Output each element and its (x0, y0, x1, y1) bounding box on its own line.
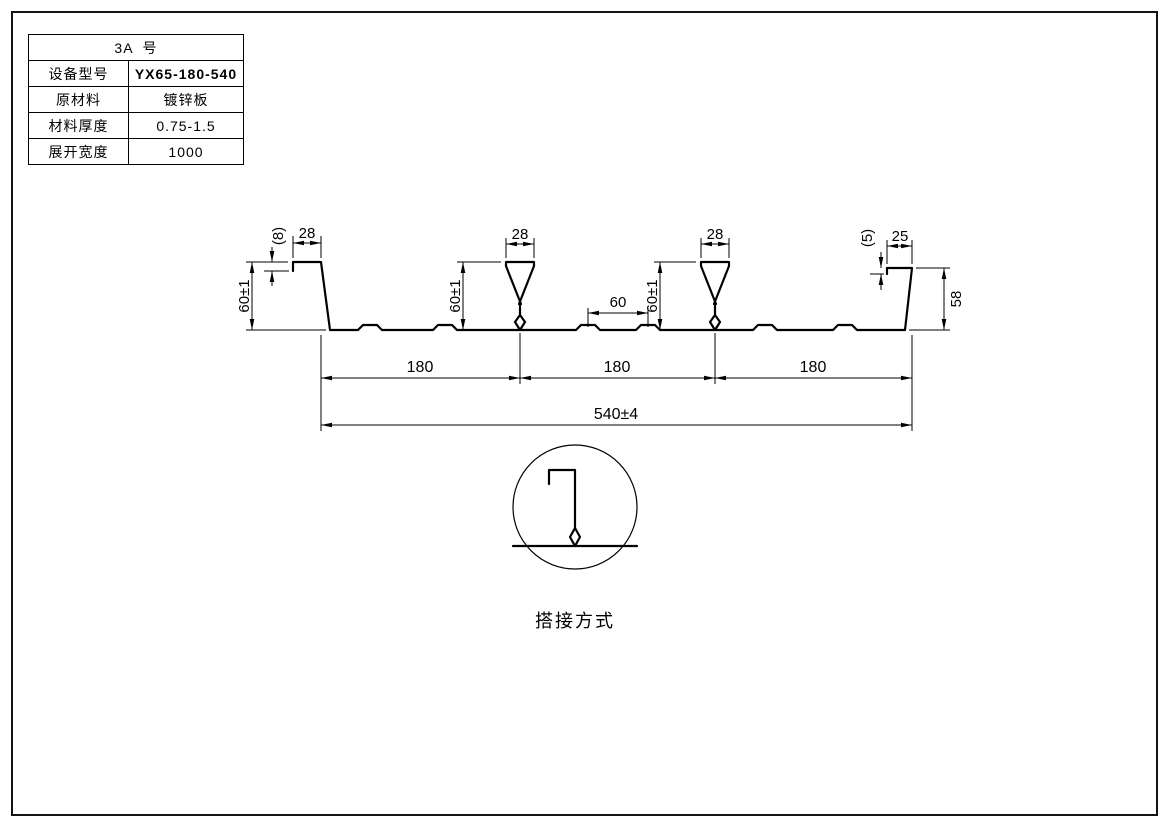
dim-pitch-1: 180 (407, 359, 434, 376)
coil-width-label: 展开宽度 (28, 138, 129, 165)
model-value: YX65-180-540 (128, 60, 244, 87)
thickness-label: 材料厚度 (28, 112, 129, 139)
dimension-lines (249, 240, 947, 428)
dim-mid-spacing: 60 (610, 294, 627, 311)
dim-top-right-width: 25 (892, 228, 909, 245)
dim-rib1-width: 28 (512, 226, 529, 243)
dim-right-height: 58 (948, 291, 965, 308)
lap-joint-profile (511, 468, 639, 548)
extension-lines (246, 236, 950, 431)
dim-lip-left: (8) (270, 227, 287, 245)
coil-width-value: 1000 (128, 138, 244, 165)
rib-1 (504, 260, 536, 332)
deck-profile (291, 260, 914, 332)
title-block: 3A 号 设备型号 YX65-180-540 原材料 镀锌板 材料厚度 0.75… (28, 34, 244, 165)
detail-circle (512, 444, 638, 570)
material-value: 镀锌板 (128, 86, 244, 113)
dim-rib1-height: 60±1 (447, 279, 464, 312)
model-label: 设备型号 (28, 60, 129, 87)
dim-lip-right: (5) (859, 229, 876, 247)
rib-2 (699, 260, 731, 332)
detail-caption: 搭接方式 (535, 611, 615, 631)
dim-pitch-2: 180 (604, 359, 631, 376)
dim-overall-width: 540±4 (594, 406, 638, 423)
thickness-value: 0.75-1.5 (128, 112, 244, 139)
dim-pitch-3: 180 (800, 359, 827, 376)
dim-rib2-width: 28 (707, 226, 724, 243)
dimension-texts: (8) 28 60±1 28 28 60±1 60±1 60 (5) 25 58… (236, 225, 965, 423)
dim-rib2-height: 60±1 (644, 279, 661, 312)
dim-left-height: 60±1 (236, 279, 253, 312)
lap-joint-detail (511, 444, 639, 570)
dim-top-left-width: 28 (299, 225, 316, 242)
